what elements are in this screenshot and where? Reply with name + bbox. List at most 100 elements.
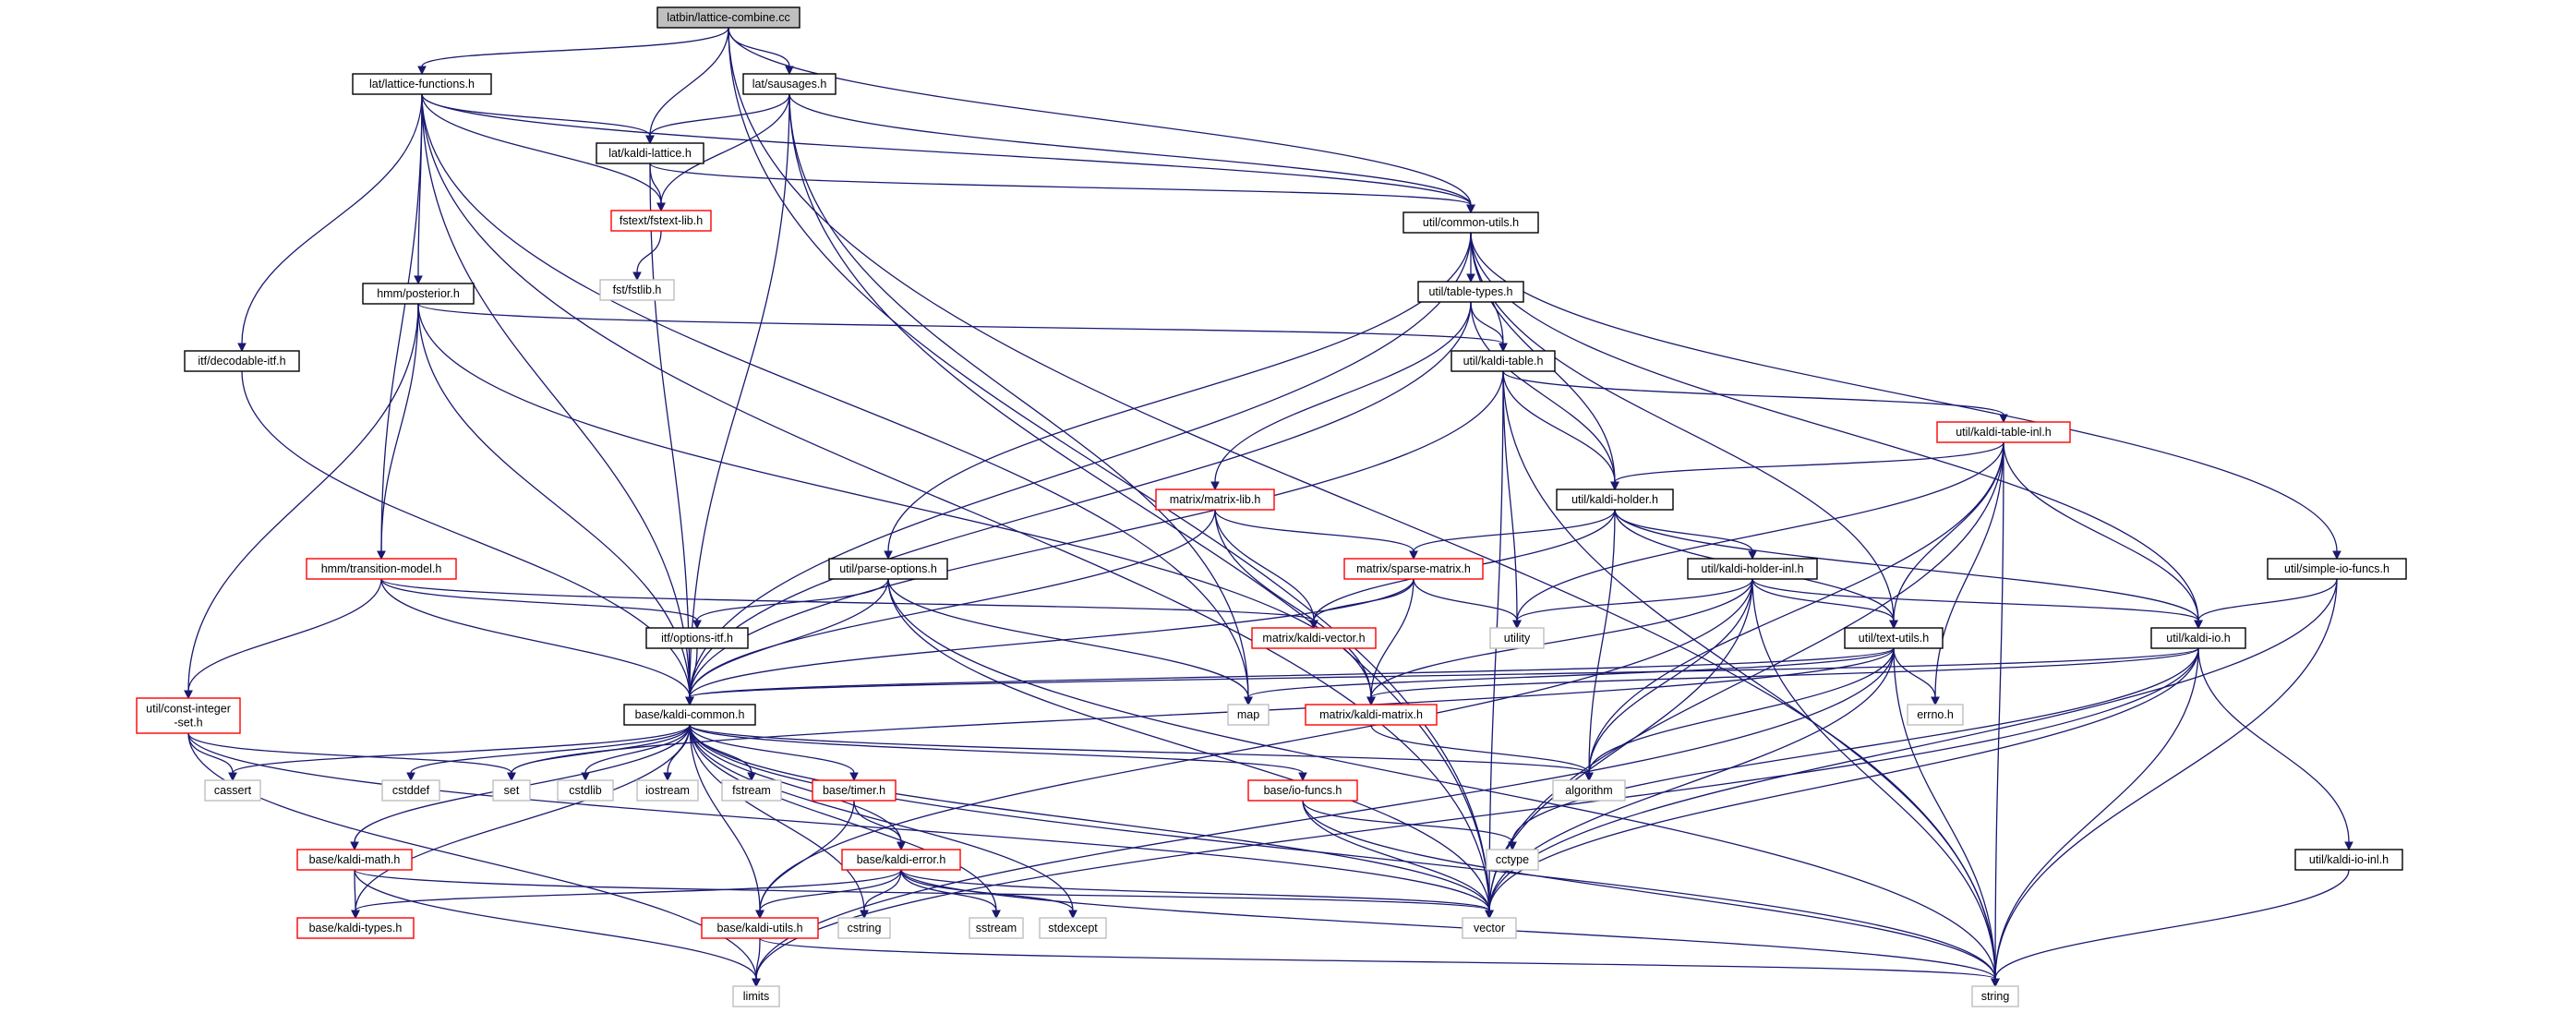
edge-transmodel-to-constintset <box>187 578 382 692</box>
node-tabletypes[interactable]: util/table-types.h <box>1417 281 1524 303</box>
node-cstdlib: cstdlib <box>557 779 614 802</box>
edge-commonutils-to-textutils <box>1470 232 1895 621</box>
node-label: itf/decodable-itf.h <box>198 355 285 368</box>
node-kaldierror[interactable]: base/kaldi-error.h <box>841 849 961 871</box>
edge-kaldiio-to-kaldicommon <box>689 647 2199 698</box>
node-label: base/kaldi-math.h <box>309 853 401 866</box>
edge-arrowhead-tableinl-to-kaldiholder <box>1610 481 1619 491</box>
node-box <box>596 142 704 164</box>
node-label: lat/sausages.h <box>752 78 827 90</box>
edge-kaldiholder-to-algorithm <box>1588 509 1616 774</box>
node-kaldiutils[interactable]: base/kaldi-utils.h <box>701 917 819 939</box>
edge-kaldierror-to-cstring <box>863 869 902 911</box>
node-parseopts[interactable]: util/parse-options.h <box>828 558 948 580</box>
edge-matrixlib-to-kaldimatrix <box>1214 509 1372 698</box>
node-label: util/kaldi-holder-inl.h <box>1701 562 1803 575</box>
node-posterior[interactable]: hmm/posterior.h <box>362 283 475 305</box>
node-root[interactable]: latbin/lattice-combine.cc <box>656 6 800 29</box>
node-label: lat/lattice-functions.h <box>369 78 475 90</box>
node-timer[interactable]: base/timer.h <box>812 779 897 802</box>
edge-kaldicommon-to-string <box>689 724 1996 980</box>
node-kaldicommon[interactable]: base/kaldi-common.h <box>623 704 756 726</box>
edge-tableinl-to-string <box>1994 441 2004 980</box>
node-box <box>492 779 531 802</box>
node-transmodel[interactable]: hmm/transition-model.h <box>306 558 457 580</box>
node-kaldimath[interactable]: base/kaldi-math.h <box>296 849 413 871</box>
node-label: lat/kaldi-lattice.h <box>608 147 692 160</box>
node-box <box>2294 849 2403 871</box>
edge-latfunc-to-map <box>421 93 1249 698</box>
edge-kaldiholder-to-sparse <box>1413 509 1616 552</box>
edge-arrowhead-commonutils-to-simpleio <box>2332 550 2341 561</box>
node-matrixlib[interactable]: matrix/matrix-lib.h <box>1155 488 1275 511</box>
node-kaldivector[interactable]: matrix/kaldi-vector.h <box>1251 627 1377 649</box>
node-box <box>610 210 712 232</box>
edge-tableinl-to-utility <box>1516 441 2004 621</box>
edge-textutils-to-errno <box>1893 647 1936 698</box>
edge-timer-to-kaldiutils <box>759 800 855 911</box>
node-ioinl[interactable]: util/kaldi-io-inl.h <box>2294 849 2403 871</box>
node-kalditable[interactable]: util/kaldi-table.h <box>1451 350 1556 372</box>
edge-arrowhead-kaldilattice-to-fstextlib <box>656 202 666 212</box>
node-label: hmm/transition-model.h <box>321 562 442 575</box>
edge-kaldicommon-to-vector <box>689 724 1490 911</box>
edge-parseopts-to-optionsitf <box>696 578 889 621</box>
edge-arrowhead-kaldiio-to-ioinl <box>2344 841 2353 851</box>
node-box <box>1971 985 2019 1007</box>
edge-fstextlib-to-fstlib <box>636 230 662 273</box>
node-label: matrix/sparse-matrix.h <box>1356 562 1471 575</box>
edge-root-to-vector <box>728 27 1490 911</box>
edge-kaldiutils-to-limits <box>755 937 761 980</box>
edge-holderinl-to-textutils <box>1751 578 1895 621</box>
node-box <box>1936 421 2071 443</box>
node-box <box>2150 627 2246 649</box>
node-simpleio[interactable]: util/simple-io-funcs.h <box>2267 558 2407 580</box>
edge-arrowhead-kaldiholder-to-sparse <box>1409 550 1418 561</box>
edge-arrowhead-kaldicommon-to-iofuncs <box>1298 772 1307 782</box>
node-box <box>837 917 891 939</box>
edge-kaldicommon-to-cstdlib <box>584 724 691 774</box>
node-constintset[interactable]: util/const-integer-set.h <box>136 697 241 734</box>
edge-kalditable-to-tableinl <box>1502 370 2004 416</box>
edge-kaldimath-to-limits <box>354 869 757 980</box>
node-box <box>1155 488 1275 511</box>
node-box <box>1343 558 1484 580</box>
edge-arrowhead-sausages-to-kaldilattice <box>645 135 655 145</box>
edge-kaldiio-to-cctype <box>1511 647 2199 843</box>
node-kaldilattice[interactable]: lat/kaldi-lattice.h <box>596 142 704 164</box>
node-label: util/parse-options.h <box>839 562 937 575</box>
node-label: string <box>1981 990 2010 1003</box>
node-tableinl[interactable]: util/kaldi-table-inl.h <box>1936 421 2071 443</box>
node-iofuncs[interactable]: base/io-funcs.h <box>1247 779 1358 802</box>
edge-kaldiio-to-kaldimatrix <box>1370 647 2199 698</box>
node-sausages[interactable]: lat/sausages.h <box>742 73 837 95</box>
node-kaldiholder[interactable]: util/kaldi-holder.h <box>1556 488 1674 511</box>
node-box <box>841 849 961 871</box>
node-commonutils[interactable]: util/common-utils.h <box>1402 211 1539 234</box>
edge-latfunc-to-fstextlib <box>421 93 662 204</box>
node-algorithm: algorithm <box>1552 779 1626 802</box>
edge-holderinl-to-kaldimatrix <box>1370 578 1753 698</box>
edge-tableinl-to-algorithm <box>1588 441 2004 774</box>
node-sparse[interactable]: matrix/sparse-matrix.h <box>1343 558 1484 580</box>
node-label: hmm/posterior.h <box>377 287 460 300</box>
edge-posterior-to-kalditable <box>417 303 1504 344</box>
node-box <box>645 627 749 649</box>
edge-arrowhead-simpleio-to-kaldiio <box>2194 620 2203 630</box>
node-optionsitf[interactable]: itf/options-itf.h <box>645 627 749 649</box>
node-fstextlib[interactable]: fstext/fstext-lib.h <box>610 210 712 232</box>
node-textutils[interactable]: util/text-utils.h <box>1844 627 1944 649</box>
node-box <box>1402 211 1539 234</box>
edge-holderinl-to-string <box>1751 578 1996 980</box>
node-kaldimatrix[interactable]: matrix/kaldi-matrix.h <box>1305 704 1438 726</box>
node-box <box>1417 281 1524 303</box>
edge-textutils-to-algorithm <box>1588 647 1895 774</box>
node-kaldiio[interactable]: util/kaldi-io.h <box>2150 627 2246 649</box>
node-holderinl[interactable]: util/kaldi-holder-inl.h <box>1687 558 1818 580</box>
node-latfunc[interactable]: lat/lattice-functions.h <box>352 73 492 95</box>
node-kalditypes[interactable]: base/kaldi-types.h <box>296 917 415 939</box>
edge-holderinl-to-kaldiio <box>1751 578 2199 621</box>
edge-latfunc-to-transmodel <box>380 93 423 552</box>
edge-holderinl-to-utility <box>1516 578 1753 621</box>
node-decodable[interactable]: itf/decodable-itf.h <box>184 350 300 372</box>
